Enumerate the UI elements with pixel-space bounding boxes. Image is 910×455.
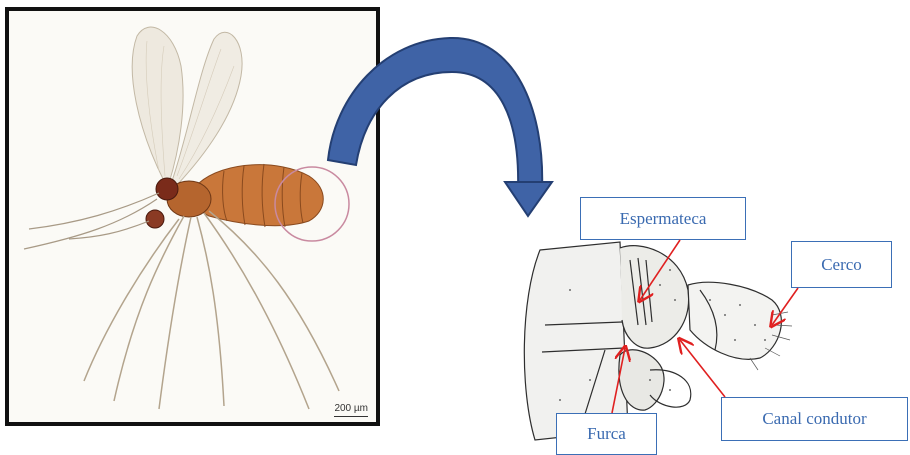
label-furca: Furca bbox=[556, 413, 657, 455]
label-espermateca: Espermateca bbox=[580, 197, 746, 240]
arrow-head bbox=[505, 182, 552, 216]
label-cerco: Cerco bbox=[791, 241, 892, 288]
label-canal-condutor: Canal condutor bbox=[721, 397, 908, 441]
